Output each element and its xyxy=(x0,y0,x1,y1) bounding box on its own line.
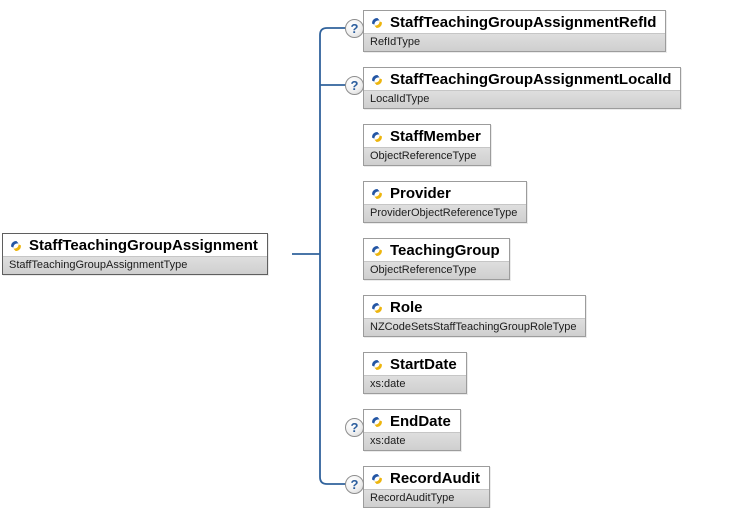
element-node[interactable]: StartDate xs:date xyxy=(363,352,467,394)
element-node[interactable]: ? RecordAudit RecordAuditType xyxy=(345,466,490,508)
element-node[interactable]: StaffMember ObjectReferenceType xyxy=(363,124,491,166)
element-title-row: RecordAudit xyxy=(364,467,489,489)
element-title-row: StartDate xyxy=(364,353,466,375)
optional-indicator-icon: ? xyxy=(345,19,364,38)
element-type: ProviderObjectReferenceType xyxy=(364,204,527,222)
element-title-row: StaffTeachingGroupAssignmentLocalId xyxy=(364,68,681,90)
element-type: xs:date xyxy=(364,432,460,450)
element-name: Role xyxy=(390,299,423,316)
element-name: StaffTeachingGroupAssignmentRefId xyxy=(390,14,657,31)
element-icon xyxy=(9,240,23,252)
element-icon xyxy=(370,74,384,86)
element-name: EndDate xyxy=(390,413,451,430)
element-title-row: Provider xyxy=(364,182,527,204)
element-name: Provider xyxy=(390,185,451,202)
element-name: StaffMember xyxy=(390,128,481,145)
element-type: NZCodeSetsStaffTeachingGroupRoleType xyxy=(364,318,586,336)
element-title-row: Role xyxy=(364,296,586,318)
element-title-row: TeachingGroup xyxy=(364,239,509,261)
element-node[interactable]: ? StaffTeachingGroupAssignmentLocalId Lo… xyxy=(345,67,682,109)
element-icon xyxy=(370,302,384,314)
element-type: ObjectReferenceType xyxy=(364,261,509,279)
element-type: StaffTeachingGroupAssignmentType xyxy=(3,256,267,274)
element-title-row: StaffMember xyxy=(364,125,490,147)
optional-indicator-icon: ? xyxy=(345,76,364,95)
element-icon xyxy=(370,359,384,371)
element-name: RecordAudit xyxy=(390,470,480,487)
element-icon xyxy=(370,17,384,29)
element-icon xyxy=(370,416,384,428)
element-node[interactable]: ? StaffTeachingGroupAssignmentRefId RefI… xyxy=(345,10,667,52)
element-node[interactable]: Role NZCodeSetsStaffTeachingGroupRoleTyp… xyxy=(363,295,587,337)
element-title-row: StaffTeachingGroupAssignment xyxy=(3,234,267,256)
element-name: TeachingGroup xyxy=(390,242,500,259)
optional-indicator-icon: ? xyxy=(345,418,364,437)
element-node[interactable]: ? EndDate xs:date xyxy=(345,409,461,451)
element-icon xyxy=(370,188,384,200)
element-icon xyxy=(370,473,384,485)
element-title-row: EndDate xyxy=(364,410,460,432)
element-icon xyxy=(370,245,384,257)
element-icon xyxy=(370,131,384,143)
element-type: ObjectReferenceType xyxy=(364,147,490,165)
element-node[interactable]: TeachingGroup ObjectReferenceType xyxy=(363,238,510,280)
element-type: xs:date xyxy=(364,375,466,393)
root-element-node[interactable]: StaffTeachingGroupAssignment StaffTeachi… xyxy=(2,233,268,275)
element-type: RefIdType xyxy=(364,33,666,51)
element-title-row: StaffTeachingGroupAssignmentRefId xyxy=(364,11,666,33)
element-type: RecordAuditType xyxy=(364,489,489,507)
optional-indicator-icon: ? xyxy=(345,475,364,494)
element-node[interactable]: Provider ProviderObjectReferenceType xyxy=(363,181,528,223)
element-name: StaffTeachingGroupAssignmentLocalId xyxy=(390,71,672,88)
element-name: StartDate xyxy=(390,356,457,373)
element-type: LocalIdType xyxy=(364,90,681,108)
element-name: StaffTeachingGroupAssignment xyxy=(29,237,258,254)
